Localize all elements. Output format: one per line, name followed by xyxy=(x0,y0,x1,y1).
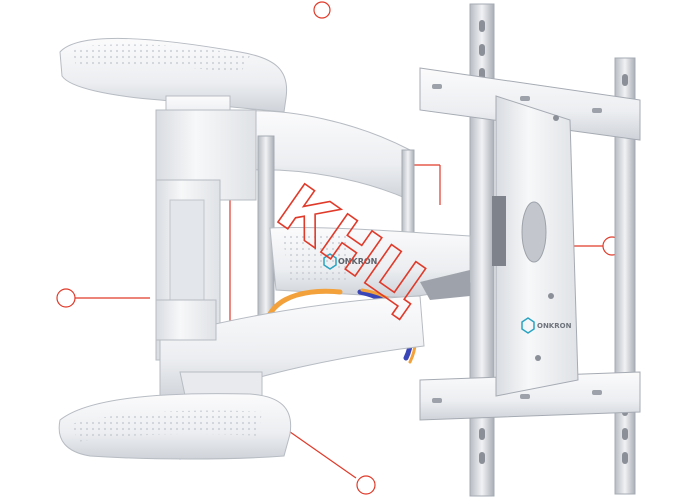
onkron-logo-plate: ONKRON xyxy=(521,317,572,334)
wall-plate xyxy=(419,3,641,497)
brand-arm-label: ONKRON xyxy=(338,257,377,266)
mid-joint xyxy=(269,226,471,300)
onkron-logo-arm: ONKRON xyxy=(323,253,377,270)
bottom-pad xyxy=(58,393,292,460)
brand-plate-label: ONKRON xyxy=(537,322,572,330)
upper-arm xyxy=(59,37,411,201)
lower-arm xyxy=(155,295,425,401)
